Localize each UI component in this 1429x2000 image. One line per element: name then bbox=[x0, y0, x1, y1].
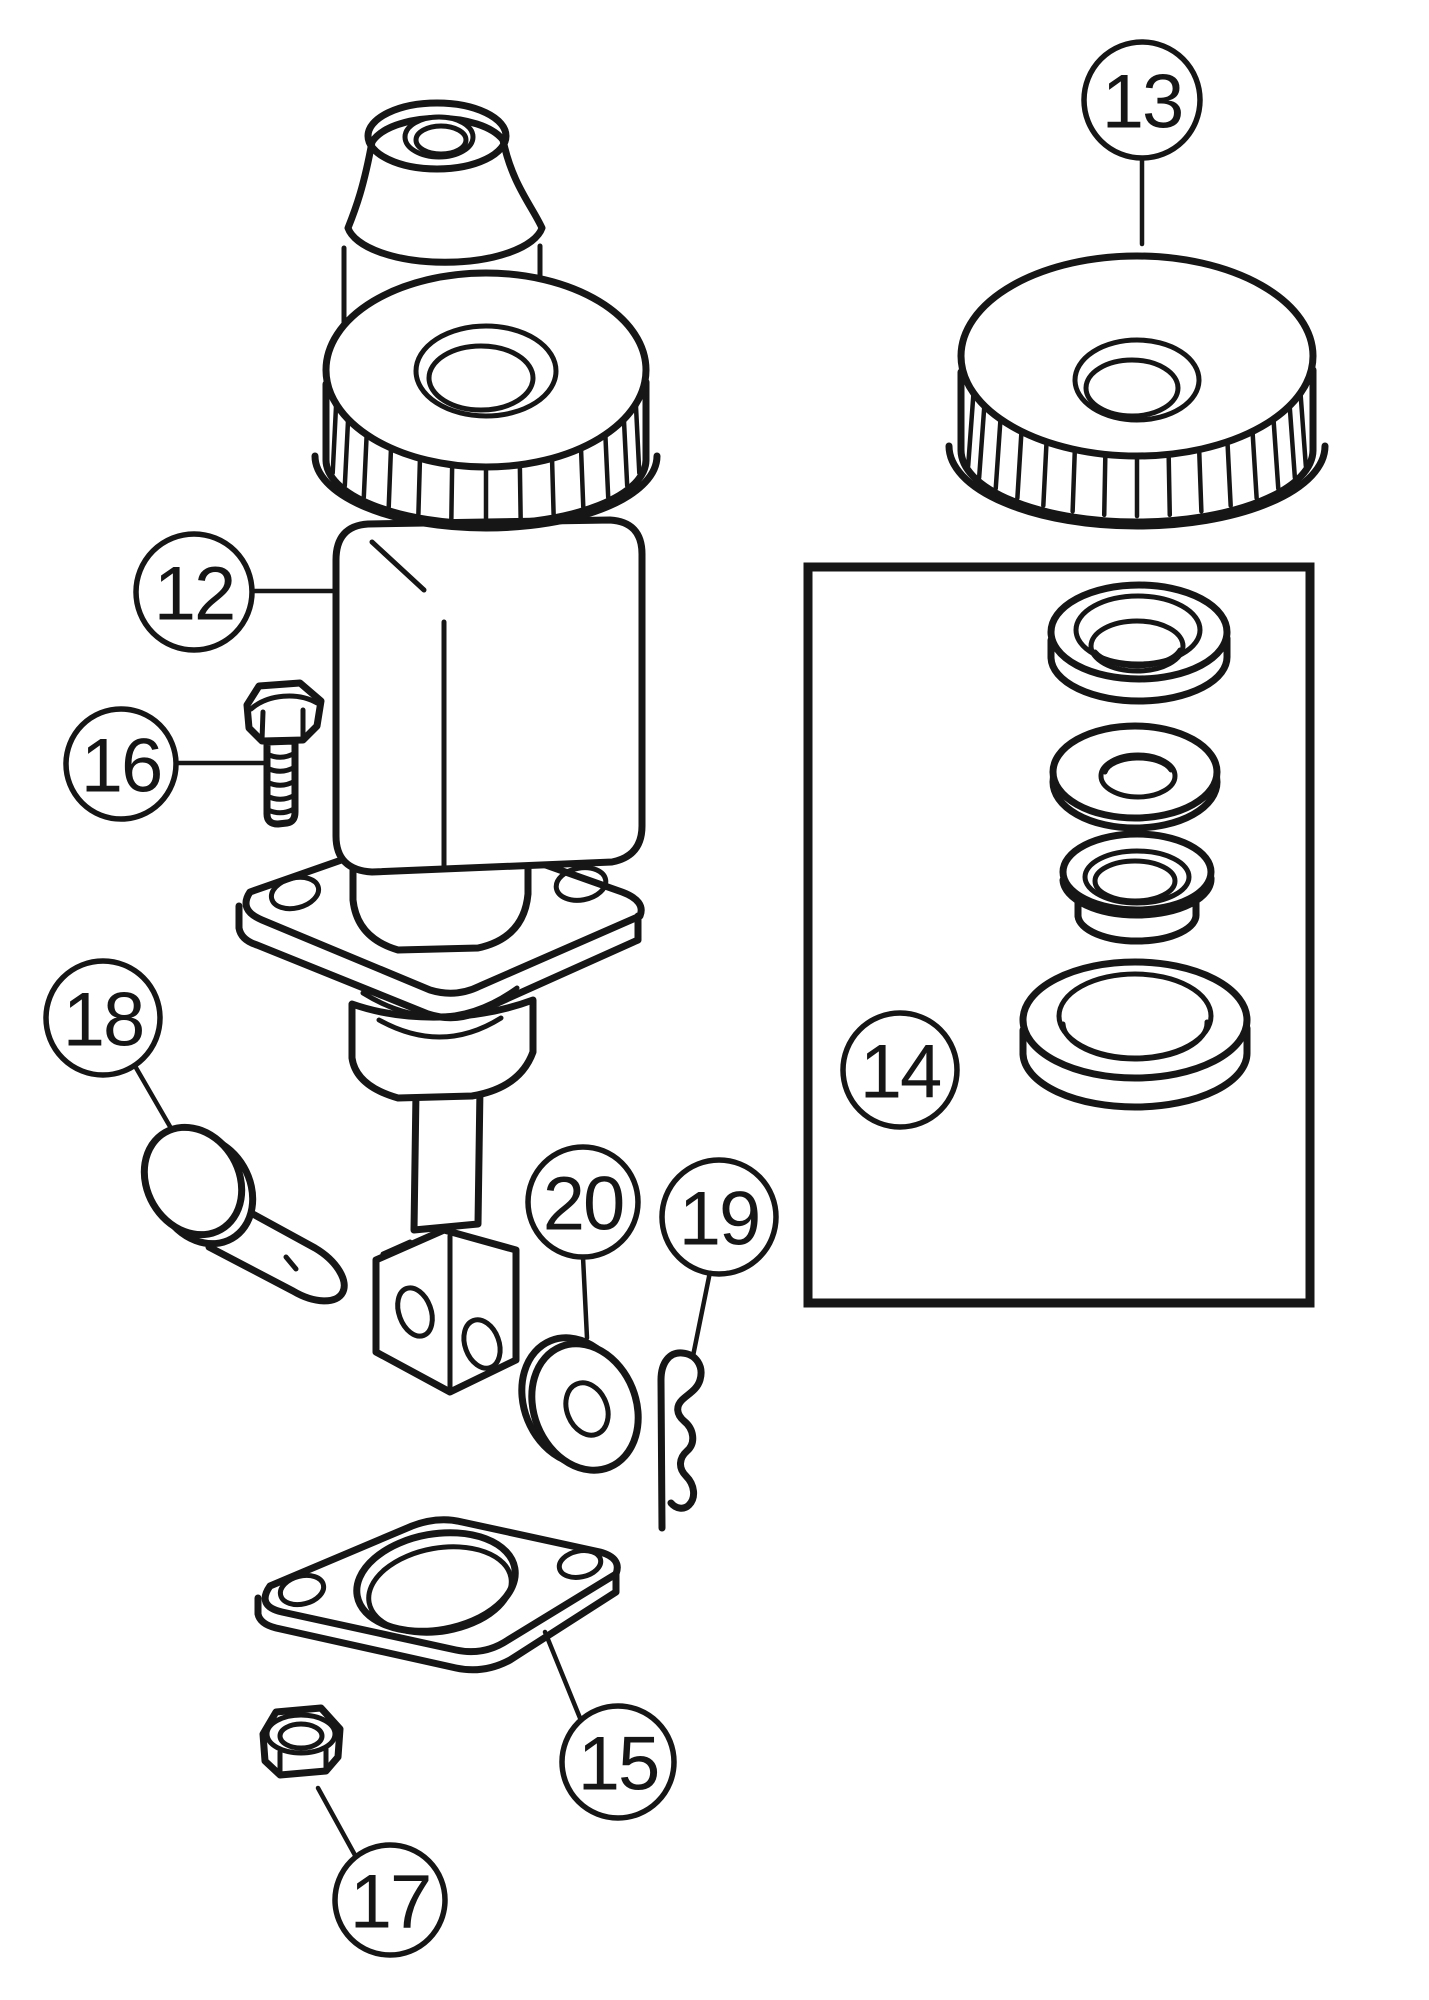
part-hex-nut bbox=[259, 1704, 344, 1779]
kit-seal-washer bbox=[1049, 722, 1221, 832]
pushrod-clevis bbox=[372, 1226, 520, 1396]
callout-19[interactable]: 19 bbox=[659, 1157, 779, 1359]
kit-piston-ring bbox=[1019, 958, 1251, 1111]
leader-line-19 bbox=[690, 1269, 713, 1359]
callout-16[interactable]: 16 bbox=[63, 706, 268, 822]
callout-14[interactable]: 14 bbox=[840, 1010, 960, 1130]
part-seal-repair-kit bbox=[803, 562, 1315, 1308]
leader-line-15 bbox=[542, 1629, 583, 1721]
callout-circle-12 bbox=[133, 531, 255, 653]
callout-label-20: 20 bbox=[543, 1161, 624, 1246]
pushrod bbox=[410, 1084, 484, 1234]
callout-circle-14 bbox=[840, 1010, 960, 1130]
part-master-cylinder-assembly bbox=[235, 99, 661, 1396]
callout-13[interactable]: 13 bbox=[1081, 39, 1203, 247]
leader-line-17 bbox=[315, 1785, 359, 1860]
flange-rim-arc-2 bbox=[376, 1015, 504, 1040]
callout-circle-13 bbox=[1081, 39, 1203, 161]
callout-label-19: 19 bbox=[679, 1176, 760, 1261]
kit-secondary-cup-seal bbox=[1059, 830, 1215, 945]
part-flat-washer bbox=[518, 1334, 642, 1474]
part-cotter-r-clip bbox=[657, 1349, 705, 1532]
callout-circle-15 bbox=[559, 1703, 677, 1821]
callout-circle-19 bbox=[659, 1157, 779, 1277]
kit-primary-cup-seal bbox=[1047, 581, 1231, 705]
cap-knurling bbox=[965, 384, 1309, 519]
callout-label-15: 15 bbox=[578, 1721, 659, 1806]
leader-line-18 bbox=[132, 1063, 175, 1133]
part-clevis-pin bbox=[140, 1123, 348, 1305]
callout-circle-18 bbox=[43, 958, 163, 1078]
callout-label-17: 17 bbox=[350, 1859, 431, 1944]
leader-line-20 bbox=[580, 1254, 590, 1341]
callouts: 12 13 14 15 16 17 18 bbox=[43, 39, 1203, 1958]
callout-circle-17 bbox=[332, 1842, 448, 1958]
installed-reservoir-cap bbox=[311, 269, 661, 532]
filler-neck bbox=[341, 99, 546, 341]
reservoir-body bbox=[332, 516, 646, 876]
callout-label-13: 13 bbox=[1102, 59, 1183, 144]
callout-label-18: 18 bbox=[63, 977, 144, 1062]
callout-17[interactable]: 17 bbox=[315, 1785, 448, 1958]
callout-circle-16 bbox=[63, 706, 179, 822]
part-hex-bolt bbox=[243, 679, 325, 828]
callout-label-14: 14 bbox=[860, 1029, 941, 1114]
callout-circle-20 bbox=[525, 1144, 641, 1260]
flange-rim-arc bbox=[360, 985, 520, 1019]
callout-12[interactable]: 12 bbox=[133, 531, 337, 653]
part-reservoir-cap bbox=[945, 252, 1329, 530]
callout-20[interactable]: 20 bbox=[525, 1144, 641, 1341]
kit-boundary-box bbox=[803, 562, 1315, 1308]
callout-15[interactable]: 15 bbox=[542, 1629, 677, 1821]
callout-label-16: 16 bbox=[81, 723, 162, 808]
callout-18[interactable]: 18 bbox=[43, 958, 175, 1133]
cap-knurling bbox=[330, 393, 642, 523]
part-mounting-gasket bbox=[254, 1516, 621, 1674]
callout-label-12: 12 bbox=[154, 551, 235, 636]
